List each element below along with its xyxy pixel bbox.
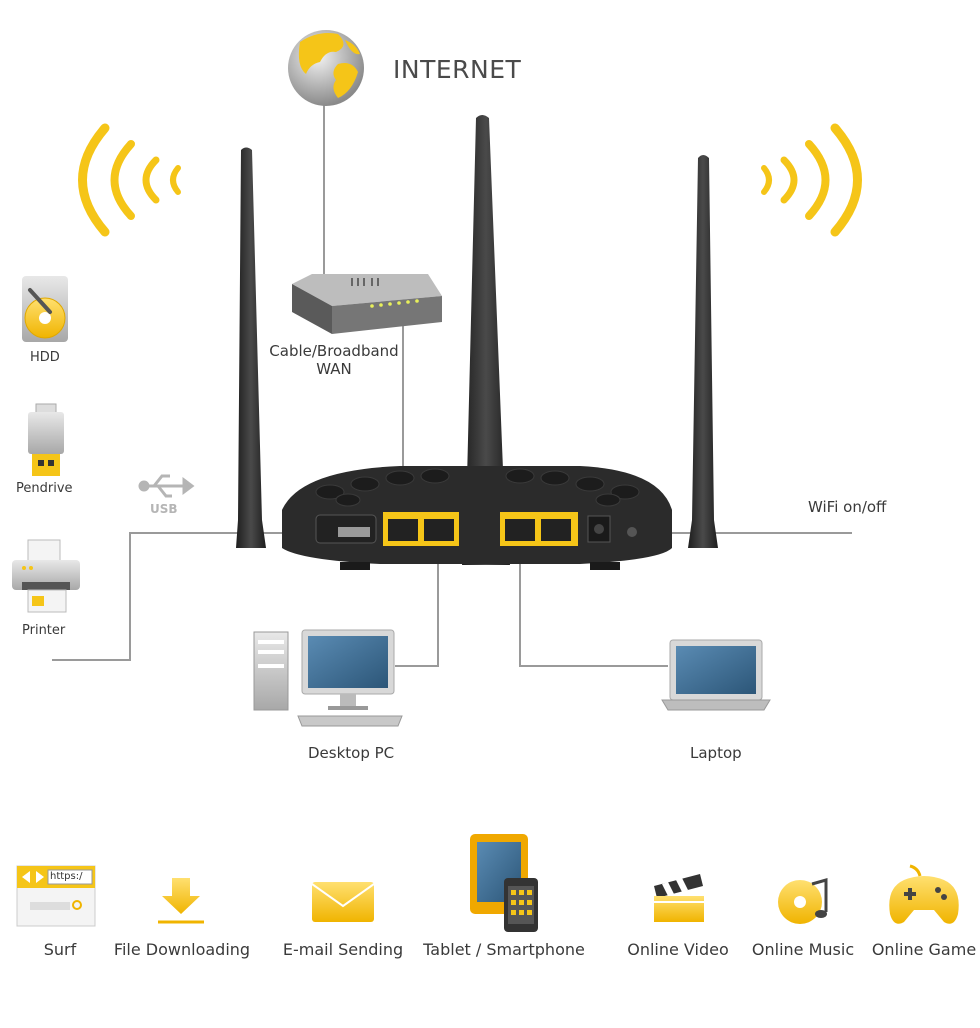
pendrive-icon [28,403,64,476]
antenna-right [688,155,718,548]
modem-label-line1: Cable/Broadband [269,342,399,360]
tablet-icon [470,834,538,932]
lan-desktop-line [395,542,439,667]
antenna-left [236,147,266,548]
usb-label: USB [150,502,178,516]
lan-laptop-line [519,542,668,667]
hdd-label: HDD [30,350,60,365]
pendrive-label: Pendrive [16,481,73,496]
antenna-center [462,115,510,565]
laptop-label: Laptop [690,744,742,762]
download-icon [158,878,204,924]
desktop-pc-label: Desktop PC [308,744,395,762]
hdd-icon [22,276,68,342]
printer-icon [12,539,80,613]
feature-label-surf: Surf [43,940,77,959]
feature-label-online-video: Online Video [627,940,729,959]
laptop-icon [661,639,771,711]
usb-port [338,527,370,537]
router-body [282,466,672,570]
browser-url-text: https:/ [50,871,83,882]
gamepad-icon [889,864,959,924]
wifi-switch-button [627,527,637,537]
feature-label-email-sending: E-mail Sending [282,940,404,959]
browser-icon [16,865,96,927]
wifi-switch-label: WiFi on/off [808,498,887,516]
modem-label-line2: WAN [316,360,352,378]
globe-icon [288,30,364,106]
feature-label-online-music: Online Music [751,940,855,959]
modem-device [292,274,442,334]
envelope-icon [311,882,375,922]
modem-label: Cable/Broadband WAN [268,342,400,378]
wifi-waves-left [78,123,181,237]
wifi-waves-right [761,123,862,237]
router-antennas [236,115,718,565]
music-disc-icon [778,878,828,924]
clapperboard-icon [654,874,704,922]
feature-label-tablet-smartphone: Tablet / Smartphone [423,940,585,959]
feature-label-online-game: Online Game [871,940,977,959]
desktop-pc-icon [253,629,403,727]
usb-icon [138,474,195,498]
feature-label-file-downloading: File Downloading [113,940,251,959]
printer-label: Printer [22,623,66,638]
internet-label: INTERNET [393,55,522,84]
